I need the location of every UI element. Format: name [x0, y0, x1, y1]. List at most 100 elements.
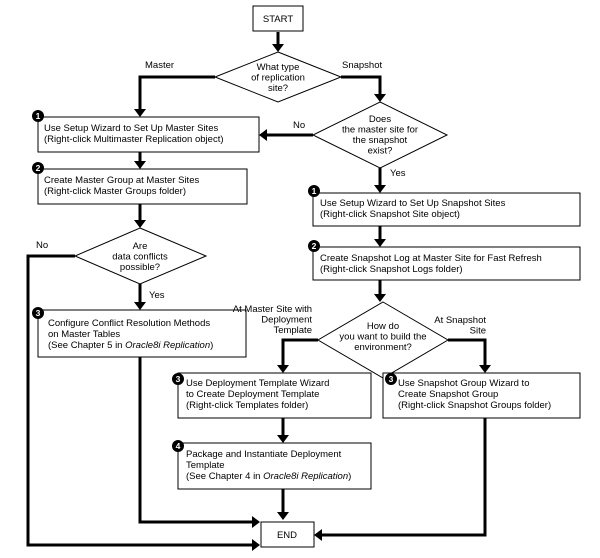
- edge-label-at-snapshot-site: Site: [470, 326, 486, 337]
- arrowhead: [134, 161, 146, 169]
- step-badge-number: 2: [312, 241, 317, 251]
- arrowhead: [277, 365, 289, 373]
- arrowhead: [134, 109, 146, 117]
- edge-snapshot-group-to-end: [321, 418, 487, 537]
- edge-type-master: [138, 75, 215, 110]
- setup-master-text-line: Use Setup Wizard to Set Up Master Sites: [44, 123, 218, 134]
- edge-label-master: Master: [145, 60, 174, 71]
- q-type-text-line: of replication: [251, 73, 305, 84]
- setup-snapshot-text-line: (Right-click Snapshot Site object): [320, 209, 460, 220]
- deploy-template-text-line: (Right-click Templates folder): [186, 400, 308, 411]
- edge-label-yes-exists: Yes: [390, 168, 406, 179]
- start-node: [252, 5, 304, 32]
- snapshot-group-text-line: Create Snapshot Group: [398, 389, 498, 400]
- step-badge-icon: [32, 162, 44, 174]
- edge-label-at-master-site: Deployment: [261, 315, 312, 326]
- conflict-res-text-line: Configure Conflict Resolution Methods: [48, 318, 210, 329]
- snapshot-log-text-line: Create Snapshot Log at Master Site for F…: [320, 253, 542, 264]
- q-master-exists-text-line: Does: [369, 114, 391, 125]
- edge-conflict-res-to-end: [138, 357, 253, 524]
- deployment-template-box: [177, 372, 372, 419]
- snapshot-log-text-line: (Right-click Snapshot Logs folder): [320, 264, 463, 275]
- q-master-exists-text-line: the snapshot: [353, 135, 408, 146]
- arrowhead: [277, 512, 289, 520]
- master-group-text-line: (Right-click Master Groups folder): [44, 186, 186, 197]
- arrowhead: [259, 129, 267, 141]
- master-group-box: [37, 168, 248, 205]
- edge-label-at-snapshot-site: At Snapshot: [434, 315, 486, 326]
- setup-master-box: [37, 116, 260, 153]
- step-badge-number: 3: [389, 374, 394, 384]
- step-badge-icon: [308, 185, 320, 197]
- master-group-text-line: Create Master Group at Master Sites: [44, 175, 199, 186]
- arrowhead: [374, 185, 386, 193]
- q-conflicts-text-line: possible?: [120, 262, 160, 273]
- arrowhead: [252, 539, 260, 551]
- q-type-text-line: What type: [257, 62, 300, 73]
- snapshot-group-text-line: (Right-click Snapshot Groups folder): [398, 400, 551, 411]
- q-build-text-line: environment?: [354, 342, 412, 353]
- edges: [26, 32, 491, 551]
- deploy-template-text-line: to Create Deployment Template: [186, 389, 319, 400]
- q-conflicts-text-line: data conflicts: [112, 252, 168, 263]
- edge-build-master: [281, 338, 318, 366]
- package-instantiate-box: [177, 442, 372, 490]
- edge-label-no-conflicts: No: [36, 240, 48, 251]
- setup-snapshot-box: [312, 192, 581, 227]
- arrowhead: [314, 529, 322, 541]
- step-badge-number: 3: [36, 308, 41, 318]
- arrowhead: [479, 365, 491, 373]
- edge-label-at-master-site: At Master Site with: [233, 304, 312, 315]
- arrowhead: [374, 94, 386, 102]
- decision-replication-type: [213, 51, 343, 103]
- step-badge-icon: [32, 307, 44, 319]
- q-conflicts-text-line: Are: [133, 241, 148, 252]
- start-text-line: START: [263, 14, 293, 25]
- step-badge-icon: [308, 240, 320, 252]
- step-badge-icon: [172, 373, 184, 385]
- snapshot-group-box: [382, 372, 581, 419]
- edge-label-yes-conflicts: Yes: [149, 290, 165, 301]
- step-badge-icon: [32, 110, 44, 122]
- conflict-res-text-line: (See Chapter 5 in Oracle8i Replication): [48, 340, 213, 351]
- edge-label-no-exists: No: [293, 120, 305, 131]
- step-badge-number: 3: [176, 374, 181, 384]
- setup-snapshot-text-line: Use Setup Wizard to Set Up Snapshot Site…: [320, 198, 506, 209]
- arrowhead: [252, 516, 260, 528]
- package-text-line: (See Chapter 4 in Oracle8i Replication): [186, 471, 351, 482]
- conflict-res-text-line: on Master Tables: [48, 329, 120, 340]
- arrowhead: [134, 302, 146, 310]
- q-master-exists-text-line: exist?: [368, 146, 393, 157]
- arrowhead: [374, 239, 386, 247]
- end-node: [260, 521, 315, 548]
- q-build-text-line: How do: [367, 321, 399, 332]
- edge-label-snapshot: Snapshot: [342, 60, 383, 71]
- snapshot-group-text-line: Use Snapshot Group Wizard to: [398, 378, 529, 389]
- q-master-exists-text-line: the master site for: [342, 125, 418, 136]
- step-badge-icon: [385, 373, 397, 385]
- arrowhead: [134, 220, 146, 228]
- decision-master-exists: [311, 101, 449, 169]
- arrowhead: [374, 294, 386, 302]
- snapshot-log-box: [312, 246, 581, 281]
- edge-conflicts-no: [26, 254, 253, 547]
- step-badge-number: 4: [176, 441, 181, 451]
- edge-build-snapshot: [448, 338, 487, 366]
- deploy-template-text-line: Use Deployment Template Wizard: [186, 378, 329, 389]
- edge-label-at-master-site: Template: [273, 325, 312, 336]
- package-text-line: Template: [186, 460, 225, 471]
- q-build-text-line: you want to build the: [339, 332, 426, 343]
- setup-master-text-line: (Right-click Multimaster Replication obj…: [44, 134, 224, 145]
- arrowhead: [272, 44, 284, 52]
- conflict-resolution-box: [37, 309, 247, 358]
- decision-data-conflicts: [73, 227, 208, 285]
- step-badge-number: 1: [312, 186, 317, 196]
- end-text-line: END: [277, 530, 297, 541]
- nodes: [37, 5, 581, 548]
- package-text-line: Package and Instantiate Deployment: [186, 449, 342, 460]
- step-badge-number: 2: [36, 163, 41, 173]
